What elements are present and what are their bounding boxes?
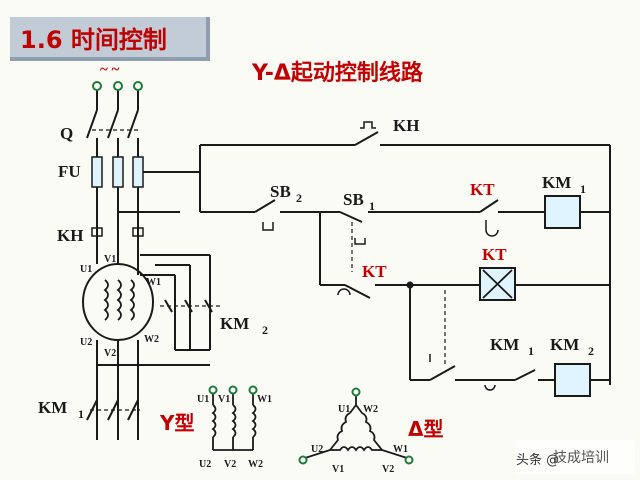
km1-contact-sub: 1 bbox=[528, 344, 534, 358]
km2-left-sub: 2 bbox=[262, 323, 268, 337]
delta-connection bbox=[304, 395, 408, 459]
watermark-badge bbox=[515, 440, 635, 474]
star-u2: U2 bbox=[199, 459, 211, 470]
sb1-sub: 1 bbox=[369, 199, 375, 213]
delta-w2: W2 bbox=[363, 404, 378, 415]
motor-u1: U1 bbox=[80, 264, 92, 275]
kh-top-label: KH bbox=[393, 116, 419, 135]
delta-label: Δ型 bbox=[408, 417, 443, 441]
q-label: Q bbox=[60, 124, 73, 143]
sb2-sub: 2 bbox=[296, 191, 302, 205]
delta-u2: U2 bbox=[311, 444, 323, 455]
km2-coil-label: KM bbox=[550, 335, 579, 354]
star-v2: V2 bbox=[224, 459, 236, 470]
km2-coil-sub: 2 bbox=[588, 344, 594, 358]
motor-w2: W2 bbox=[144, 334, 159, 345]
km1-coil-sub: 1 bbox=[580, 182, 586, 196]
star-label: Y型 bbox=[159, 411, 194, 435]
slide-title: 1.6 时间控制 bbox=[20, 26, 167, 54]
terminal-l2 bbox=[113, 81, 123, 91]
star-u1: U1 bbox=[197, 394, 209, 405]
sb2-label: SB bbox=[270, 182, 291, 201]
km1-coil-label: KM bbox=[542, 173, 571, 192]
km2-coil bbox=[554, 363, 591, 397]
star-w1: W1 bbox=[257, 394, 272, 405]
title-box bbox=[10, 17, 210, 61]
km1-bottom-label: KM bbox=[38, 398, 67, 417]
fu-label: FU bbox=[58, 162, 81, 181]
kt-top-label: KT bbox=[470, 180, 495, 199]
kt-mid-label: KT bbox=[362, 262, 387, 281]
kh-left-label: KH bbox=[57, 226, 83, 245]
star-v1: V1 bbox=[218, 394, 230, 405]
km2-left-label: KM bbox=[220, 314, 249, 333]
motor-v2: V2 bbox=[104, 348, 116, 359]
delta-v1: V1 bbox=[332, 464, 344, 475]
delta-v2: V2 bbox=[382, 464, 394, 475]
motor-u2: U2 bbox=[80, 337, 92, 348]
km1-coil bbox=[544, 195, 581, 229]
terminal-l3 bbox=[133, 81, 143, 91]
supply-symbol: ~ ~ bbox=[100, 62, 120, 78]
km1-contact-label: KM bbox=[490, 335, 519, 354]
kt-coil-label: KT bbox=[482, 245, 507, 264]
watermark-text: 技成培训 bbox=[553, 450, 609, 466]
terminal-l1 bbox=[92, 81, 102, 91]
circuit-subtitle: Y-Δ起动控制线路 bbox=[252, 61, 423, 86]
delta-u1: U1 bbox=[338, 404, 350, 415]
kt-coil-cross bbox=[482, 269, 513, 299]
motor-w1: W1 bbox=[146, 277, 161, 288]
sb1-label: SB bbox=[343, 190, 364, 209]
watermark-prefix: 头条 @ bbox=[516, 453, 560, 468]
motor-v1: V1 bbox=[104, 254, 116, 265]
km1-bottom-sub: 1 bbox=[78, 407, 84, 421]
delta-w1: W1 bbox=[393, 444, 408, 455]
star-w2: W2 bbox=[248, 459, 263, 470]
